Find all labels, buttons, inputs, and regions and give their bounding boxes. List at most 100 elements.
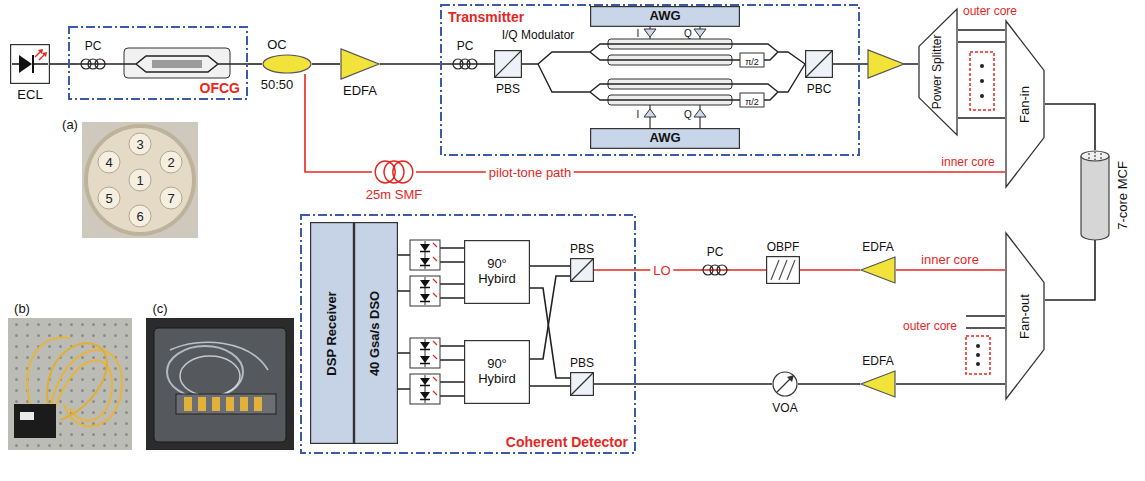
pbs-cube-label: PBS	[496, 82, 520, 96]
figure-label: 1	[136, 173, 143, 188]
fiber-cross-section-photo	[129, 169, 151, 191]
fan-in-device-photo	[27, 338, 70, 404]
multicore-fiber-shape	[1080, 150, 1110, 240]
hybrid-box-label: 90° Hybird	[468, 257, 526, 287]
fiber-connector	[480, 63, 494, 65]
coherent-detector-group: DSP Receiver40 Gsa/s DSO90° Hybird90° Hy…	[300, 214, 636, 454]
fan-in-shape	[1006, 21, 1044, 187]
laser-diode-icon	[19, 55, 32, 73]
fiber-cross-section-photo	[98, 151, 120, 173]
polarization-controller: PC	[700, 242, 730, 280]
label-holder: (a)	[62, 115, 78, 133]
fan-out-device-photo	[146, 318, 294, 450]
edfa-amplifier: EDFA	[340, 48, 380, 80]
balanced-photodetector	[420, 356, 430, 363]
balanced-photodetector	[420, 244, 430, 251]
balanced-photodetector	[420, 258, 430, 265]
iq-modulator	[450, 63, 480, 65]
mzm-modulator	[124, 48, 230, 78]
label-holder: 2	[167, 153, 174, 171]
balanced-photodetector	[420, 378, 430, 385]
polarization-controller-shape	[95, 59, 105, 69]
iq-modulator	[650, 26, 700, 128]
fan-in-device-photo	[20, 412, 34, 420]
label-holder: 3	[136, 135, 143, 153]
coherent-detector-group-shape	[301, 215, 635, 453]
multicore-fiber-shape	[1081, 151, 1109, 161]
fiber-cross-section-photo	[129, 133, 151, 155]
fan-out-device-photo	[240, 397, 248, 411]
figure-label: I	[637, 109, 640, 120]
outer-core-fibers	[966, 336, 990, 374]
fiber-connector	[594, 269, 700, 271]
multicore-fiber-shape	[1094, 155, 1096, 157]
fan-in-device-photo	[47, 343, 107, 420]
fiber-connector	[530, 288, 570, 378]
fan-in-label: Fan-in	[1018, 86, 1033, 123]
pbs-cube-shape	[494, 50, 522, 78]
mzm-modulator	[230, 63, 248, 65]
laser-diode-icon	[12, 49, 48, 73]
fan-out-device-photo	[146, 318, 294, 450]
edfa-amplifier-shape	[860, 370, 896, 398]
polarization-controller-label: PC	[457, 39, 474, 53]
fan-out-device-photo	[180, 356, 240, 396]
optical-coupler-shape	[262, 54, 312, 74]
ofcg-group-label: OFCG	[200, 80, 240, 96]
iq-modulator	[694, 109, 706, 117]
fiber-connector	[50, 63, 78, 65]
balanced-photodetector	[420, 280, 430, 287]
figure-label: (a)	[62, 117, 78, 132]
fiber-connector	[530, 265, 570, 267]
fan-in-device-photo	[50, 350, 122, 426]
label-holder: 6	[136, 207, 143, 225]
edfa-amplifier-label: EDFA	[862, 240, 893, 254]
fan-out-label: Fan-out	[1018, 294, 1033, 339]
label-holder: 1	[136, 171, 143, 189]
label-holder: π/2	[745, 51, 759, 69]
label-holder: (b)	[14, 299, 30, 317]
multicore-fiber-shape	[1081, 156, 1109, 240]
fan-in-device-photo	[8, 318, 132, 450]
figure-label: 2	[167, 155, 174, 170]
fiber-connector	[1045, 104, 1095, 150]
dsp-box-shape	[311, 223, 354, 444]
pbs-cube-label: PBS	[570, 242, 594, 256]
label-holder: I	[637, 23, 640, 41]
laser-diode-icon	[35, 51, 45, 60]
pbc-cube-label: PBC	[807, 82, 832, 96]
iq-modulator	[740, 93, 764, 107]
balanced-photodetector	[420, 342, 430, 349]
balanced-photodetector	[433, 243, 437, 395]
power-splitter-shape	[919, 9, 957, 135]
label-holder: Q	[684, 104, 692, 122]
edfa-amplifier-icon	[868, 50, 904, 78]
fiber-connector	[248, 63, 262, 65]
fiber-connector	[312, 63, 340, 65]
outer-core-fibers	[976, 362, 980, 366]
fiber-cross-section-photo	[82, 122, 198, 238]
fiber-connector	[1045, 240, 1095, 300]
figure-label: 6	[136, 209, 143, 224]
outer-core-fibers	[976, 353, 980, 357]
pbc-cube: PBC	[805, 50, 833, 78]
fiber-connector	[958, 29, 1005, 31]
optical-filter-shape	[766, 256, 800, 284]
fiber-cross-section-photo	[129, 205, 151, 227]
outer-core-fibers	[980, 94, 984, 98]
fan-in-device-photo	[14, 404, 56, 438]
fan-in-device-photo	[8, 318, 132, 450]
label-holder: outer core	[903, 316, 957, 334]
edfa-amplifier-shape	[340, 48, 380, 80]
figure-label: Q	[684, 28, 692, 39]
path-label: LO	[650, 263, 673, 278]
laser-diode-icon	[33, 63, 48, 65]
label-holder: 7	[167, 189, 174, 207]
fiber-cross-section-photo	[84, 124, 196, 236]
fan-out-device-photo	[176, 394, 276, 414]
hybrid-box: 90° Hybird	[464, 240, 530, 304]
label-holder: inner core	[941, 152, 994, 170]
optical-coupler: OC50:50	[262, 54, 312, 74]
fan-out-device-photo	[170, 342, 268, 370]
label-holder: 5	[105, 189, 112, 207]
